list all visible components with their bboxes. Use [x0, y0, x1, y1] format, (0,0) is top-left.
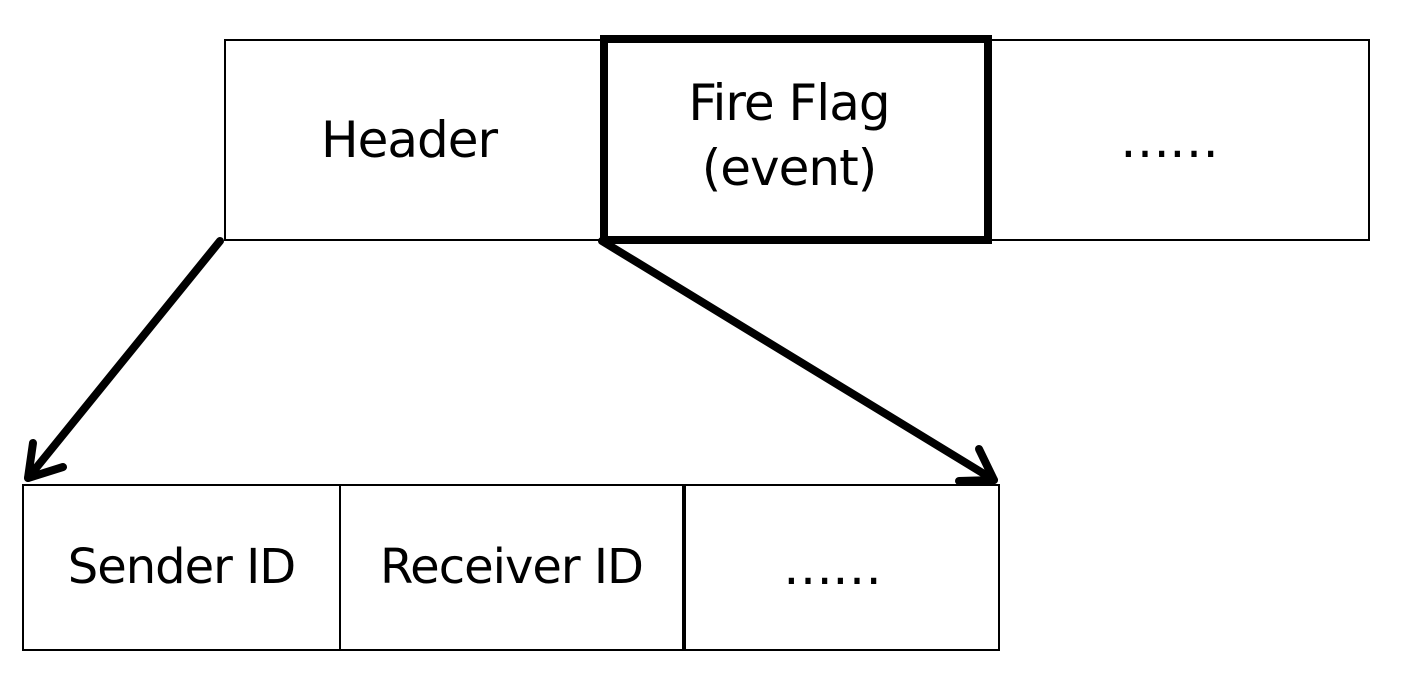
fire-flag-text: Fire Flag (event) — [688, 71, 890, 201]
bottom-ellipsis-field: …… — [682, 484, 1000, 651]
sender-id-field: Sender ID — [22, 484, 341, 651]
receiver-id-label: Receiver ID — [379, 539, 644, 596]
header-label: Header — [320, 110, 498, 169]
sender-id-label: Sender ID — [67, 539, 297, 596]
top-ellipsis-label: …… — [1120, 110, 1219, 169]
bottom-ellipsis-label: …… — [783, 538, 882, 596]
fire-flag-field: Fire Flag (event) — [600, 35, 992, 244]
fire-flag-event-label: (event) — [701, 138, 877, 197]
top-ellipsis-field: …… — [988, 39, 1370, 241]
header-field: Header — [224, 39, 604, 241]
left-expansion-arrow — [24, 237, 224, 482]
receiver-id-field: Receiver ID — [339, 484, 684, 651]
fire-flag-label: Fire Flag — [688, 73, 890, 132]
right-expansion-arrow — [598, 237, 998, 485]
